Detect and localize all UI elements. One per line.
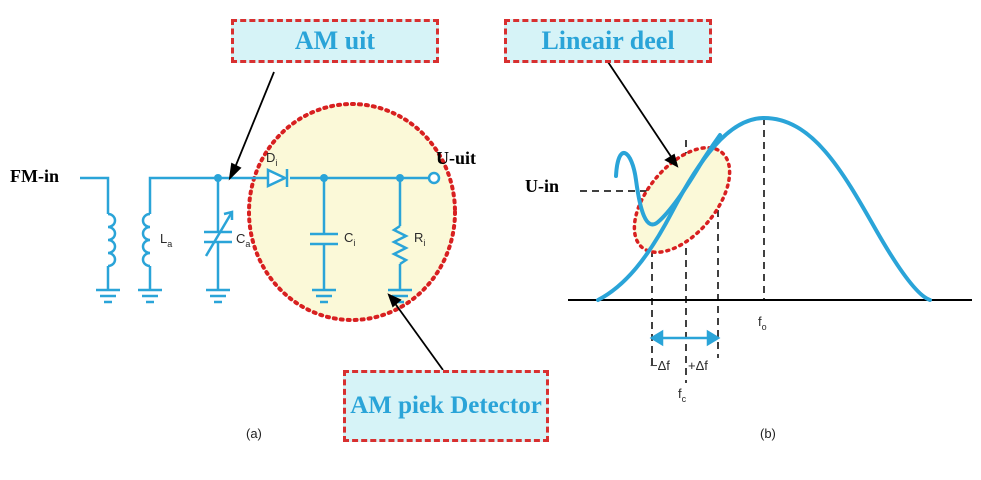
fc-label: fc <box>678 386 687 404</box>
pointer-arrow-right <box>607 61 679 168</box>
minus-delta-f-label: −Δf <box>650 358 670 373</box>
linear-region-highlight <box>632 145 732 255</box>
capacitor-ci <box>310 232 338 246</box>
response-curve <box>596 115 932 302</box>
circuit-wires <box>80 176 430 290</box>
input-waveform <box>614 133 722 227</box>
fm-in-label: FM-in <box>10 166 59 186</box>
detector-highlight <box>247 102 457 322</box>
la-label: La <box>160 231 172 249</box>
ca-label: Ca <box>236 231 250 249</box>
resistor-ri <box>391 224 409 266</box>
ground-symbols <box>96 288 412 304</box>
u-in-label: U-in <box>525 176 560 196</box>
am-uit-callout: AM uit <box>231 19 439 63</box>
am-piek-detector-callout: AM piek Detector <box>343 370 549 442</box>
output-terminal <box>427 171 441 185</box>
diode-di <box>266 168 289 188</box>
plus-delta-f-label: +Δf <box>688 358 708 373</box>
junction-dots <box>214 174 404 182</box>
caption-b: (b) <box>760 426 776 441</box>
di-label: Di <box>266 150 277 168</box>
lineair-deel-callout: Lineair deel <box>504 19 712 63</box>
la-coil <box>141 212 151 268</box>
input-coil <box>107 212 117 268</box>
caption-a: (a) <box>246 426 262 441</box>
pointer-arrows-left <box>228 71 444 371</box>
variable-capacitor-ca <box>204 210 234 257</box>
u-uit-label: U-uit <box>436 148 476 168</box>
deviation-arrow <box>649 329 721 347</box>
fo-label: fo <box>758 314 767 332</box>
ci-label: Ci <box>344 230 355 248</box>
ri-label: Ri <box>414 230 425 248</box>
